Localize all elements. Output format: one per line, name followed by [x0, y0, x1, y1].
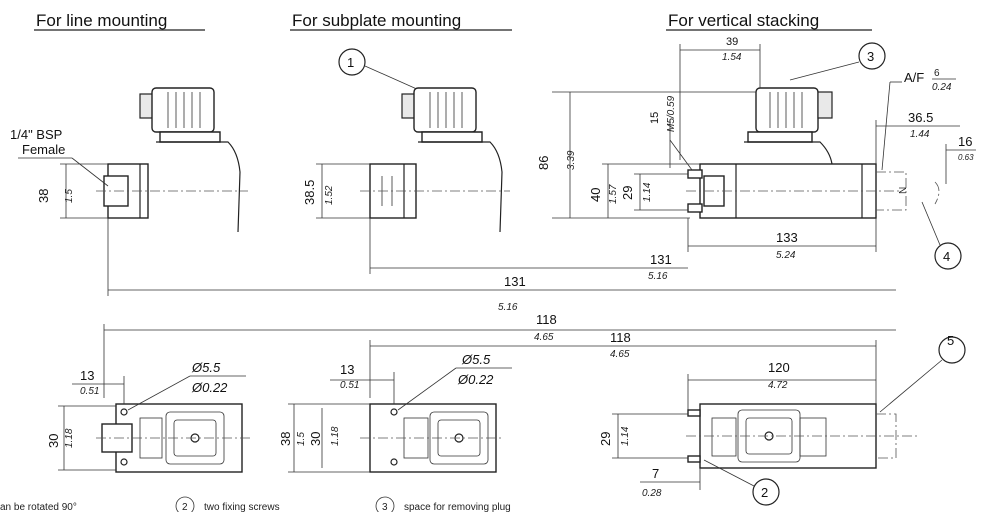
- dim-131a-in: 5.16: [648, 271, 668, 282]
- long-dimensions: 131 5.16 131 5.16 118 4.65 118 4.65 120 …: [103, 218, 896, 410]
- dim-118a-mm: 118: [536, 312, 557, 327]
- callout-1: 1: [347, 55, 354, 70]
- callout-1-circle: [338, 48, 366, 76]
- dim-15-mm: 15: [649, 112, 661, 124]
- dim-133-mm: 133: [776, 230, 798, 245]
- dim-38-in: 1.5: [64, 189, 75, 203]
- dim-29b-mm: 29: [598, 432, 613, 446]
- af-prefix: A/F: [904, 70, 924, 85]
- dim-38c-mm: 38: [278, 432, 293, 446]
- view-subplate-mounting-plan: 13 0.51 Ø5.5 Ø0.22 38 1.5 30 1.18: [278, 352, 512, 473]
- dim-131b-in: 5.16: [498, 302, 518, 313]
- dim-120-mm: 120: [768, 360, 790, 375]
- port-label-line2: Female: [22, 142, 65, 157]
- dim-38c-in: 1.5: [296, 432, 307, 446]
- dim-39-mm: 39: [726, 36, 738, 48]
- svg-text:3: 3: [382, 502, 388, 512]
- dim-16-in: 0.63: [958, 153, 974, 162]
- dim-13a-in: 0.51: [80, 386, 99, 397]
- dim-40-mm: 40: [588, 188, 603, 202]
- footnotes: an be rotated 90° 2 two fixing screws 3 …: [0, 496, 511, 512]
- dim-30a-in: 1.18: [64, 428, 75, 448]
- dia1-in: Ø0.22: [191, 380, 228, 395]
- dim-131b-mm: 131: [504, 274, 526, 289]
- dim-118a-in: 4.65: [534, 332, 554, 343]
- view-line-mounting-side: 1/4" BSP Female 38 1.5: [10, 87, 248, 233]
- dim-16-mm: 16: [958, 134, 972, 149]
- dia1-mm: Ø5.5: [191, 360, 221, 375]
- dim-120-in: 4.72: [768, 380, 788, 391]
- view-vertical-stacking-plan: 5 29 1.14 7 0.28 2: [598, 333, 966, 506]
- dia2-in: Ø0.22: [457, 372, 494, 387]
- dim-29-in: 1.14: [642, 182, 653, 202]
- svg-text:N: N: [898, 187, 909, 194]
- dim-40-in: 1.57: [608, 184, 619, 204]
- title-line-mounting: For line mounting: [36, 11, 167, 30]
- view-vertical-stacking-side: 3 N A/F 6 0.24 4 39 1.54: [536, 36, 976, 270]
- dim-7-mm: 7: [652, 466, 659, 481]
- dim-29-mm: 29: [620, 186, 635, 200]
- dim-39-in: 1.54: [722, 52, 742, 63]
- dim-118b-in: 4.65: [610, 349, 630, 360]
- callout-5: 5: [947, 333, 954, 348]
- dim-15-in: M5/0.59: [666, 95, 677, 132]
- title-subplate-mounting: For subplate mounting: [292, 11, 461, 30]
- dim-86-mm: 86: [536, 156, 551, 170]
- dim-30b-in: 1.18: [330, 426, 341, 446]
- af-inch: 0.24: [932, 82, 952, 93]
- dia2-mm: Ø5.5: [461, 352, 491, 367]
- dim-38-5-mm: 38.5: [302, 180, 317, 205]
- footnote-3: space for removing plug: [404, 502, 511, 512]
- footnote-2: two fixing screws: [204, 502, 280, 512]
- section-titles: For line mounting For subplate mounting …: [34, 11, 872, 31]
- callout-2: 2: [761, 485, 768, 500]
- callout-4-circle: [934, 242, 962, 270]
- dim-36-5-in: 1.44: [910, 129, 930, 140]
- footnote-1: an be rotated 90°: [0, 502, 77, 512]
- svg-text:2: 2: [182, 502, 188, 512]
- dim-131a-mm: 131: [650, 252, 672, 267]
- dim-86-in: 3.39: [566, 150, 577, 170]
- dim-29b-in: 1.14: [620, 426, 631, 446]
- view-subplate-mounting-side: 1 38.5 1.52: [302, 48, 510, 233]
- callout-5-circle: [938, 336, 966, 364]
- dim-38-5-in: 1.52: [324, 185, 335, 205]
- callout-3: 3: [867, 49, 874, 64]
- dim-36-5-mm: 36.5: [908, 110, 933, 125]
- dim-30a-mm: 30: [46, 434, 61, 448]
- view-line-mounting-plan: 13 0.51 Ø5.5 Ø0.22 30 1.18: [46, 360, 250, 473]
- dim-118b-mm: 118: [610, 330, 631, 345]
- callout-2-circle: [752, 478, 780, 506]
- callout-4: 4: [943, 249, 950, 264]
- port-label-line1: 1/4" BSP: [10, 127, 62, 142]
- af-mm: 6: [934, 68, 940, 79]
- dim-133-in: 5.24: [776, 250, 796, 261]
- dim-13b-in: 0.51: [340, 380, 359, 391]
- dim-30b-mm: 30: [308, 432, 323, 446]
- title-vertical-stacking: For vertical stacking: [668, 11, 819, 30]
- dim-38-mm: 38: [36, 189, 51, 203]
- dim-13a-mm: 13: [80, 368, 94, 383]
- dim-7-in: 0.28: [642, 488, 662, 499]
- dim-13b-mm: 13: [340, 362, 354, 377]
- callout-3-circle: [858, 42, 886, 70]
